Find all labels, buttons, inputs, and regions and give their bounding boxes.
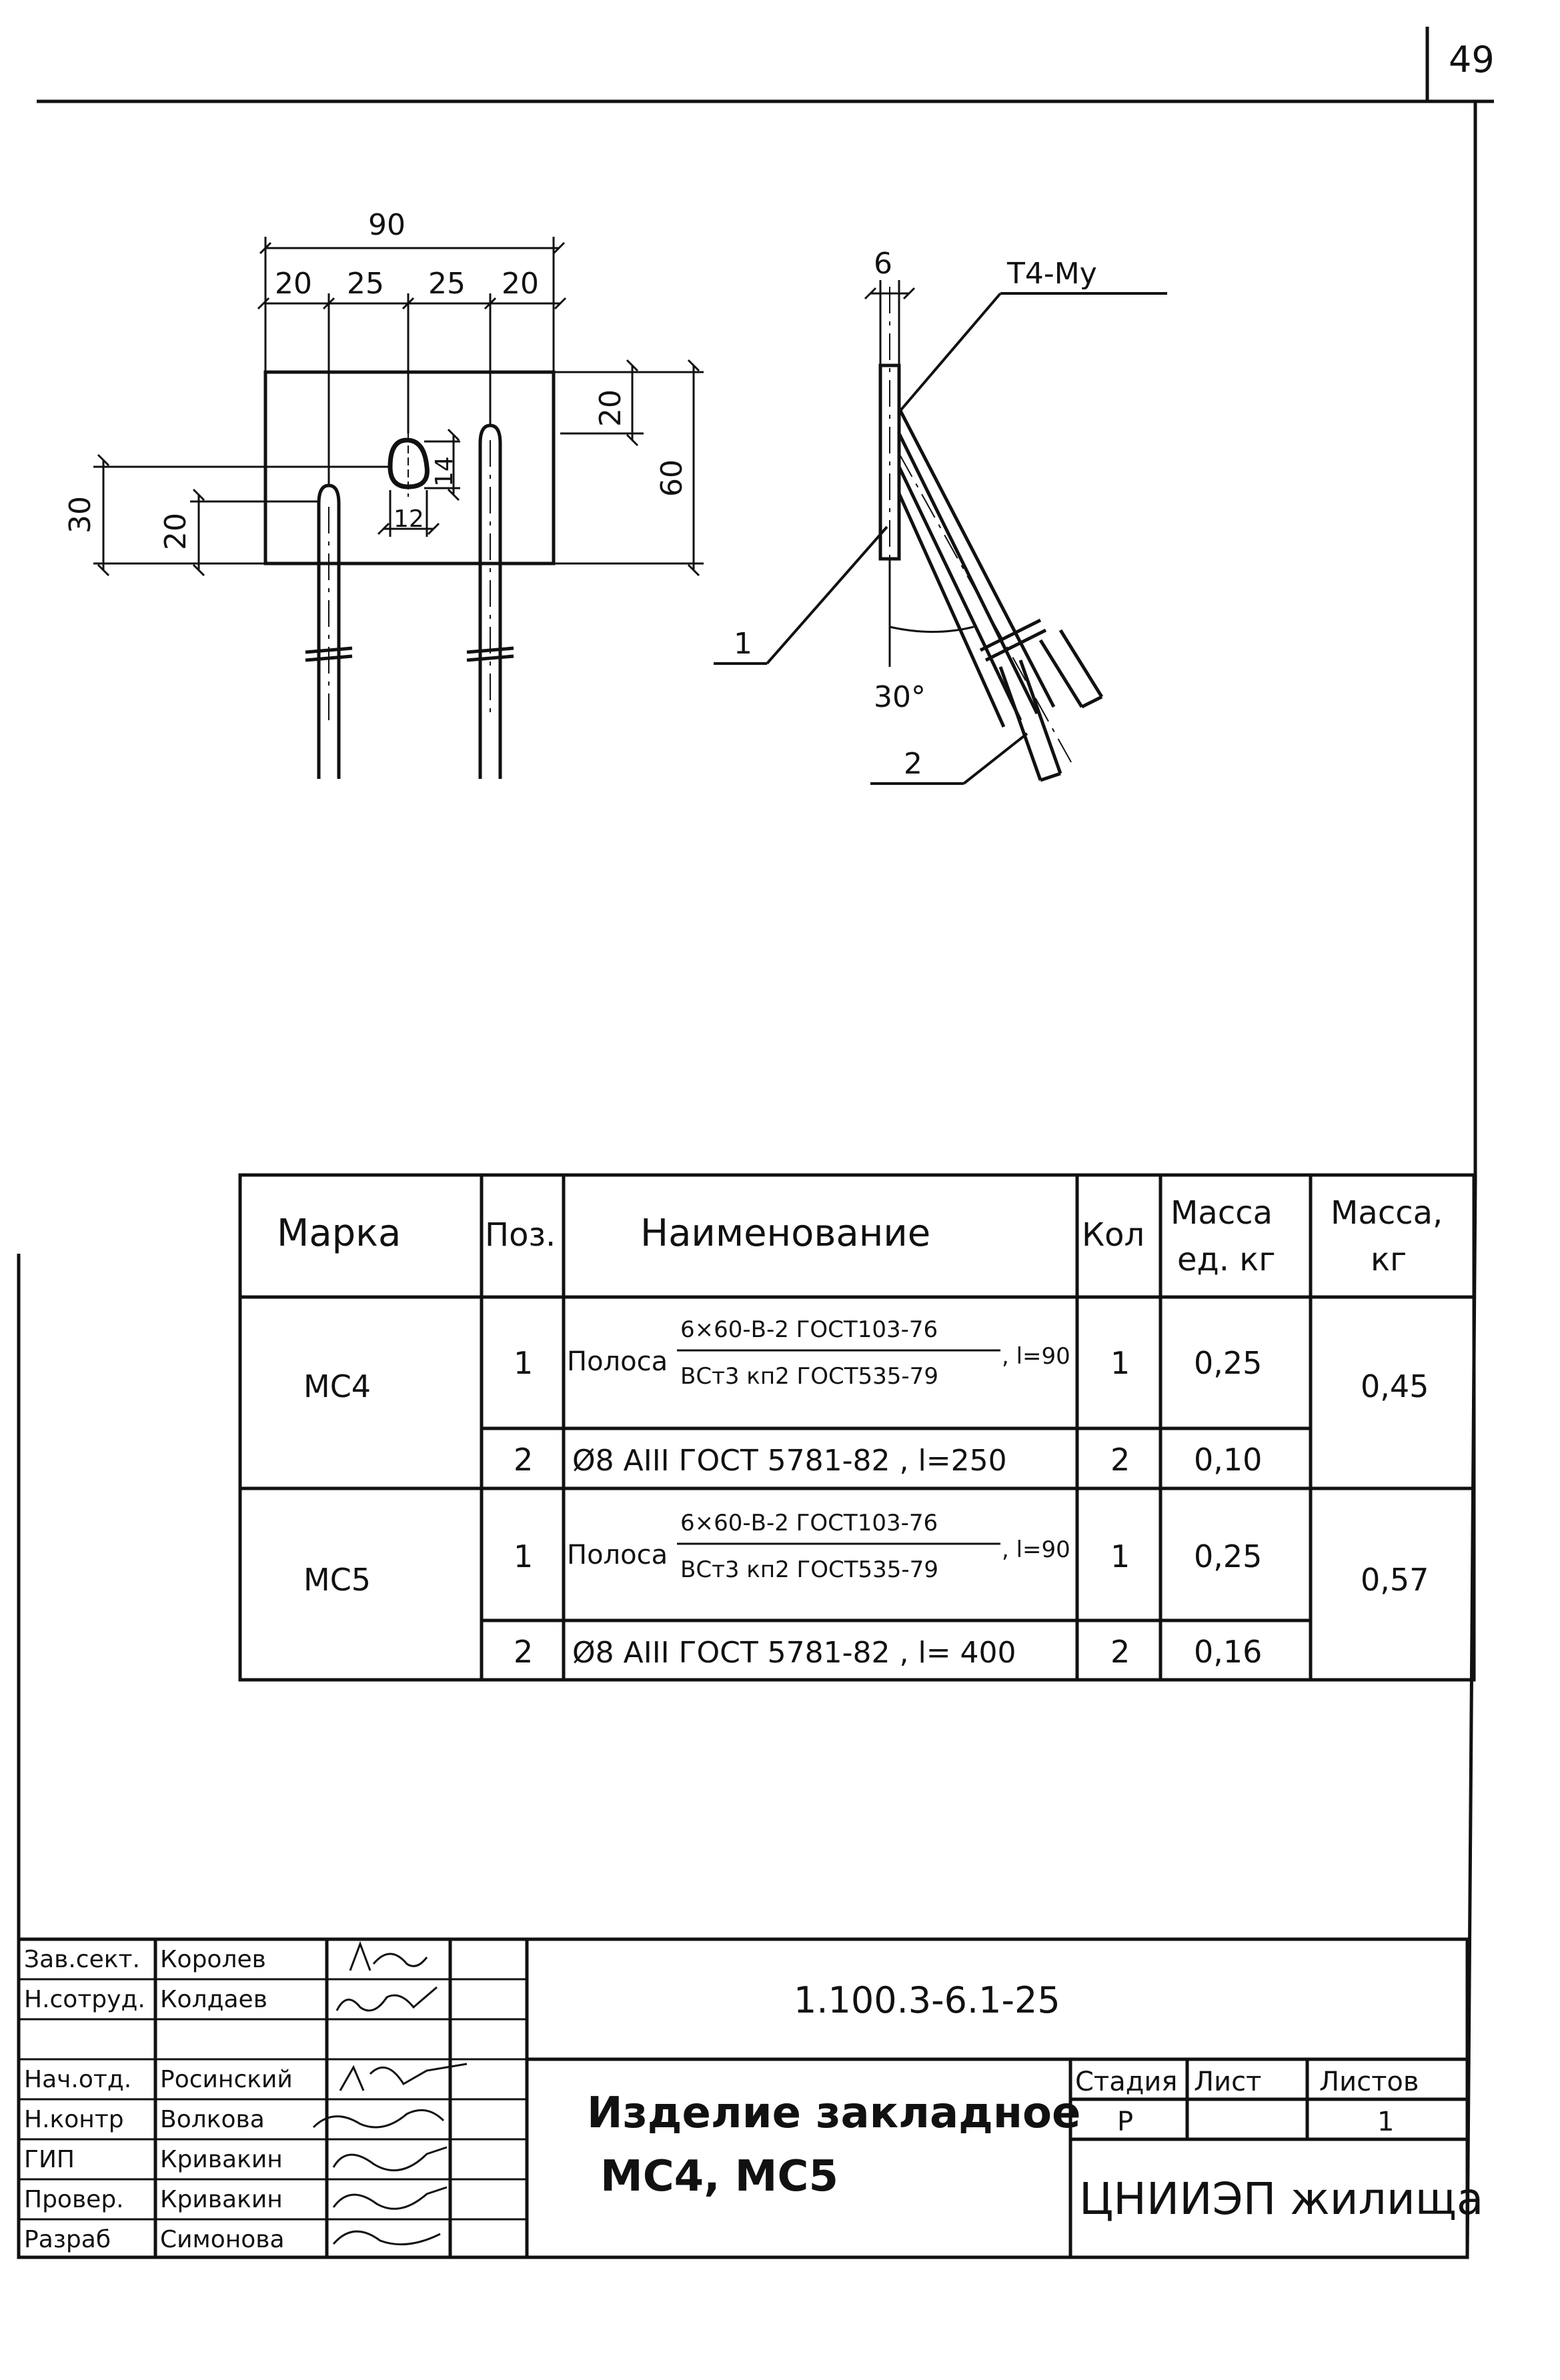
role-cell: Зав.сект.	[24, 1946, 140, 1973]
document-code: 1.100.3-6.1-25	[794, 1979, 1060, 2021]
name-length: , l=90	[1002, 1536, 1070, 1563]
signatures	[312, 1941, 468, 2246]
qty-cell: 2	[1110, 1634, 1130, 1670]
dim-segment-2: 25	[347, 267, 384, 301]
dim-hole-height: 14	[431, 456, 458, 487]
stage-value: Р	[1117, 2107, 1133, 2137]
name-numerator: 6×60-В-2 ГОСТ103-76	[680, 1316, 938, 1343]
table-row: 2 Ø8 АIII ГОСТ 5781-82 , l=250 2 0,10	[514, 1442, 1262, 1478]
qty-cell: 1	[1110, 1538, 1130, 1574]
mass-unit-cell: 0,16	[1194, 1634, 1262, 1670]
name-cell: Ø8 АIII ГОСТ 5781-82 , l= 400	[572, 1636, 1016, 1670]
header-name: Наименование	[640, 1212, 930, 1255]
role-cell: Разраб	[24, 2226, 111, 2253]
poz-cell: 1	[514, 1538, 533, 1574]
role-cell: ГИП	[24, 2146, 75, 2173]
leader-label-1: 1	[734, 627, 752, 661]
angled-bars	[897, 407, 1104, 782]
organization-name: ЦНИИЭП жилища	[1079, 2173, 1483, 2225]
title-block: Зав.сект. Н.сотруд. Нач.отд. Н.контр ГИП…	[17, 1937, 1483, 2259]
role-cell: Нач.отд.	[24, 2066, 131, 2093]
mass-unit-cell: 0,25	[1194, 1538, 1262, 1574]
dim-hole-width: 12	[394, 505, 424, 533]
angle-label: 30°	[874, 680, 926, 714]
sheet-label: Лист	[1194, 2067, 1261, 2097]
role-cell: Н.сотруд.	[24, 1986, 145, 2013]
name-denominator: ВСт3 кп2 ГОСТ535-79	[680, 1363, 938, 1390]
dim-left-inner: 20	[159, 513, 193, 550]
sheets-label: Листов	[1319, 2067, 1419, 2097]
name-cell: Симонова	[160, 2226, 285, 2253]
mass-unit-cell: 0,10	[1194, 1442, 1262, 1478]
drawing-title-line-1: Изделие закладное	[587, 2089, 1080, 2138]
table-row: 2 Ø8 АIII ГОСТ 5781-82 , l= 400 2 0,16	[514, 1634, 1262, 1670]
front-view: 90 20 25 25 20 20 60 30 20	[63, 208, 704, 779]
dim-segment-3: 25	[428, 267, 466, 301]
header-mass-unit-2: ед. кг	[1177, 1241, 1275, 1278]
name-numerator: 6×60-В-2 ГОСТ103-76	[680, 1510, 938, 1536]
mass-total-cell: 0,57	[1361, 1562, 1429, 1598]
name-cell: Волкова	[160, 2106, 265, 2133]
table-row: 1 Полоса 6×60-В-2 ГОСТ103-76 ВСт3 кп2 ГО…	[514, 1316, 1262, 1390]
sheet-frame	[17, 27, 1494, 2258]
poz-cell: 2	[514, 1634, 533, 1670]
name-prefix: Полоса	[567, 1346, 668, 1377]
name-denominator: ВСт3 кп2 ГОСТ535-79	[680, 1556, 938, 1583]
dim-left-outer: 30	[63, 496, 97, 533]
header-mass-total-1: Масса,	[1331, 1194, 1443, 1232]
plate-hole	[387, 437, 430, 489]
weld-mark: Т4-Му	[1006, 257, 1097, 291]
name-cell: Кривакин	[160, 2146, 283, 2173]
side-view: 6 Т4-Му 30°	[714, 247, 1167, 785]
header-mass-unit-1: Масса	[1171, 1194, 1273, 1232]
dim-right-top: 20	[594, 389, 628, 427]
dim-segment-4: 20	[502, 267, 539, 301]
drawing-title-line-2: МС4, МС5	[600, 2152, 838, 2201]
anchor-bar-left	[305, 483, 353, 779]
name-cell: Ø8 АIII ГОСТ 5781-82 , l=250	[572, 1444, 1007, 1478]
qty-cell: 1	[1110, 1345, 1130, 1381]
role-cell: Н.контр	[24, 2106, 124, 2133]
dim-overall-width: 90	[368, 208, 406, 242]
name-length: , l=90	[1002, 1343, 1070, 1370]
name-cell: Кривакин	[160, 2186, 283, 2213]
name-cell: Колдаев	[160, 1986, 267, 2013]
specification-table: Марка Поз. Наименование Кол Масса ед. кг…	[238, 1173, 1476, 1682]
dim-right-height: 60	[655, 459, 689, 497]
header-poz: Поз.	[485, 1216, 556, 1254]
page-number: 49	[1449, 39, 1495, 81]
qty-cell: 2	[1110, 1442, 1130, 1478]
leader-label-2: 2	[904, 747, 922, 781]
header-mass-total-2: кг	[1371, 1241, 1407, 1278]
marka-cell: МС5	[303, 1562, 371, 1598]
table-row: 1 Полоса 6×60-В-2 ГОСТ103-76 ВСт3 кп2 ГО…	[514, 1510, 1262, 1583]
mass-unit-cell: 0,25	[1194, 1345, 1262, 1381]
sheets-value: 1	[1377, 2107, 1394, 2137]
name-cell: Королев	[160, 1946, 266, 1973]
role-cell: Провер.	[24, 2186, 124, 2213]
dim-segment-1: 20	[275, 267, 312, 301]
marka-cell: МС4	[303, 1368, 371, 1404]
dim-thickness: 6	[874, 247, 892, 281]
poz-cell: 1	[514, 1345, 533, 1381]
anchor-bar-right	[466, 423, 514, 779]
name-cell: Росинский	[160, 2066, 293, 2093]
header-marka: Марка	[277, 1212, 401, 1255]
stage-label: Стадия	[1075, 2067, 1177, 2097]
mass-total-cell: 0,45	[1361, 1368, 1429, 1404]
name-prefix: Полоса	[567, 1540, 668, 1570]
header-kol: Кол	[1082, 1216, 1144, 1254]
table-group-mc4: МС4 0,45 1 Полоса 6×60-В-2 ГОСТ103-76 ВС…	[303, 1316, 1429, 1478]
poz-cell: 2	[514, 1442, 533, 1478]
table-group-mc5: МС5 0,57 1 Полоса 6×60-В-2 ГОСТ103-76 ВС…	[303, 1510, 1429, 1670]
